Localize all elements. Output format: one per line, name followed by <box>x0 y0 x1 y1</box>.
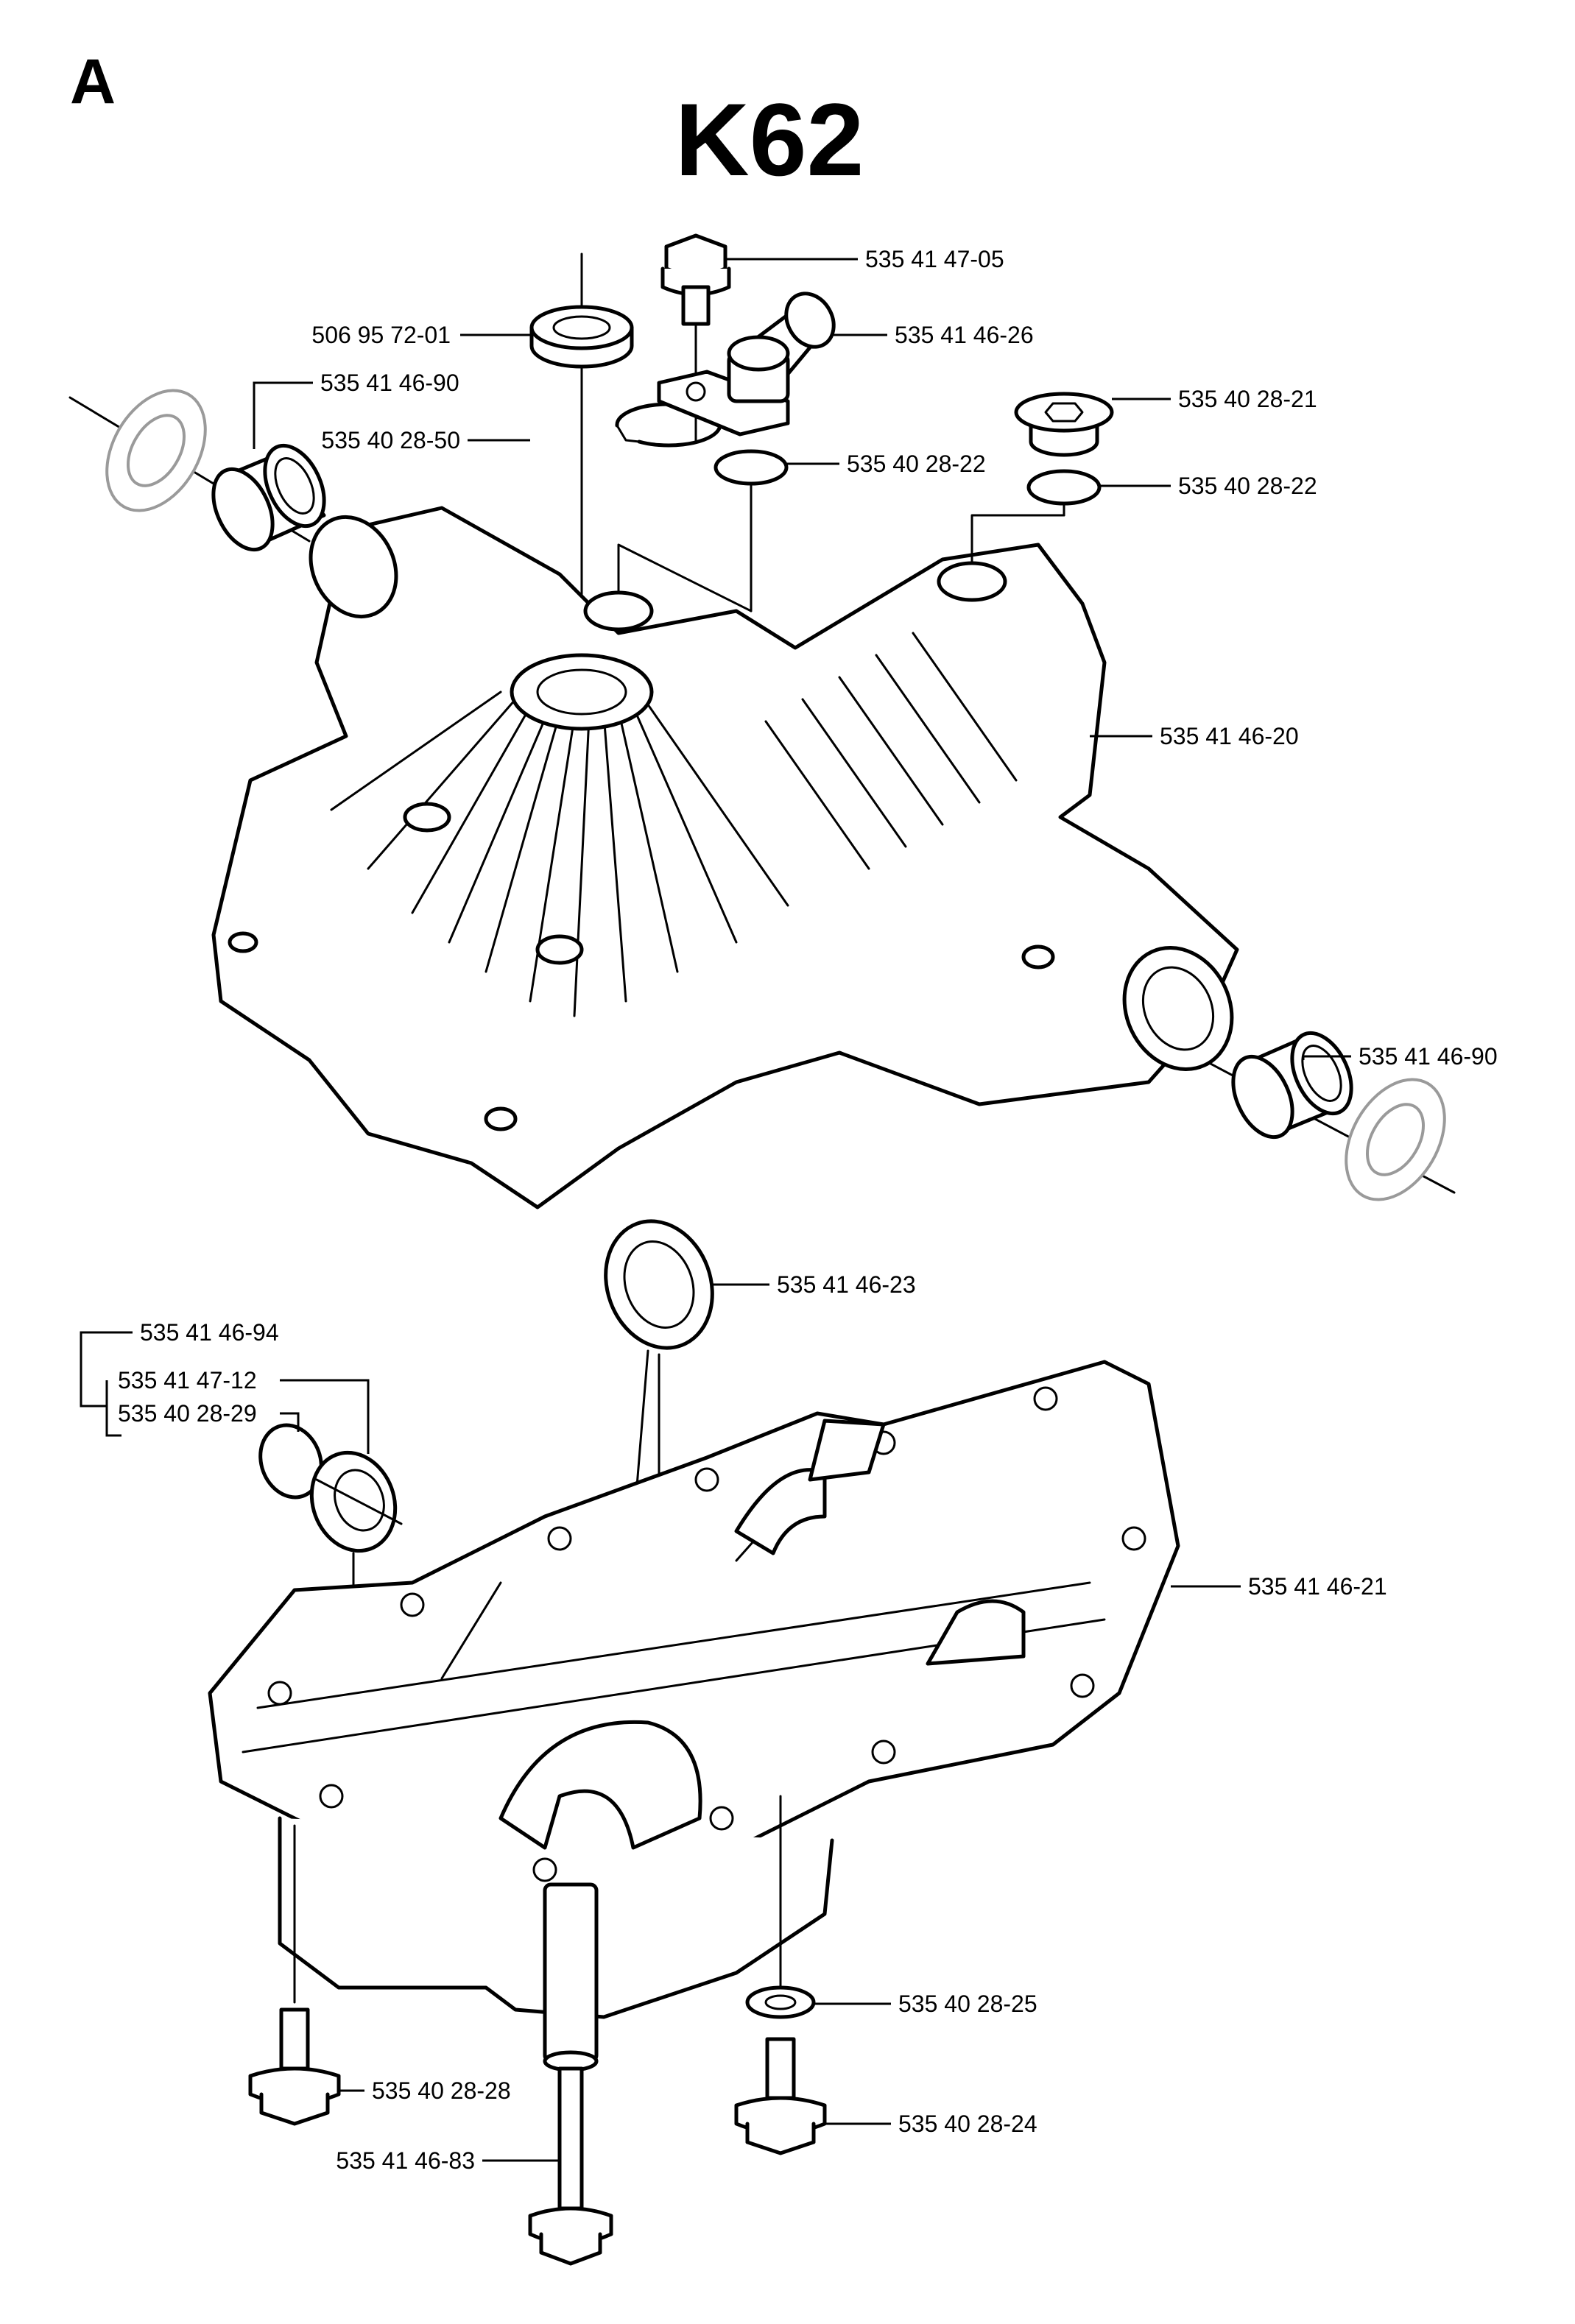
callout-535-41-47-12: 535 41 47-12 <box>118 1367 370 1454</box>
part-number-label: 535 40 28-24 <box>898 2111 1037 2137</box>
part-number-label: 535 41 47-12 <box>118 1367 257 1394</box>
part-number-label: 535 41 46-20 <box>1160 723 1299 749</box>
callout-535-40-28-50: 535 40 28-50 <box>321 427 530 453</box>
part-number-label: 535 41 46-26 <box>895 322 1034 348</box>
callout-535-41-46-20: 535 41 46-20 <box>1090 723 1299 749</box>
part-number-label: 535 40 28-22 <box>847 451 986 477</box>
long-bolt-icon <box>528 2066 613 2266</box>
o-ring-right-icon <box>1026 469 1102 506</box>
drain-plug-icon <box>1014 392 1114 457</box>
flange-bolt-left-icon <box>248 1824 341 2126</box>
shaft-seal-icon <box>529 305 634 369</box>
callout-535-41-47-05: 535 41 47-05 <box>725 246 1004 272</box>
flange-bolt-right-icon <box>734 2037 827 2155</box>
callout-535-40-28-21: 535 40 28-21 <box>1112 386 1317 412</box>
section-letter: A <box>70 46 116 117</box>
callout-group-535-41-46-94: 535 41 46-94 <box>80 1319 279 1437</box>
bearing-cap-icon <box>309 1450 398 1553</box>
callout-535-40-28-24: 535 40 28-24 <box>825 2111 1037 2137</box>
part-number-label: 535 40 28-21 <box>1178 386 1317 412</box>
part-number-label: 535 41 46-94 <box>140 1319 279 1346</box>
bushing-right-icon <box>1231 1031 1353 1140</box>
model-title: K62 <box>675 82 864 197</box>
part-number-label: 535 40 28-22 <box>1178 473 1317 499</box>
small-o-ring-icon <box>258 1423 323 1500</box>
oil-seal-lower-icon <box>604 1219 714 1350</box>
part-number-label: 535 40 28-29 <box>118 1400 257 1427</box>
part-number-label: 535 41 46-83 <box>336 2147 475 2174</box>
oil-seal-left-icon <box>105 389 207 512</box>
callout-535-40-28-28: 535 40 28-28 <box>339 2077 511 2104</box>
callout-535-41-46-83: 535 41 46-83 <box>336 2147 560 2174</box>
part-number-label: 535 41 46-23 <box>777 1271 916 1298</box>
o-ring-icon <box>713 449 789 486</box>
part-number-label: 535 40 28-28 <box>372 2077 511 2104</box>
callout-535-40-28-22-right: 535 40 28-22 <box>1099 473 1317 499</box>
callout-535-41-46-26: 535 41 46-26 <box>832 322 1034 348</box>
part-number-label: 535 41 46-90 <box>1359 1043 1498 1070</box>
washer-icon <box>745 1985 816 2019</box>
part-number-label: 535 41 46-90 <box>320 370 459 396</box>
elbow-fitting-icon <box>657 292 836 437</box>
callout-535-40-28-22-left: 535 40 28-22 <box>786 451 986 477</box>
part-number-label: 535 40 28-50 <box>321 427 460 453</box>
callout-535-40-28-29: 535 40 28-29 <box>118 1400 300 1432</box>
part-number-label: 506 95 72-01 <box>311 322 451 348</box>
hex-bolt-top-icon <box>660 233 731 443</box>
callout-506-95-72-01: 506 95 72-01 <box>311 322 532 348</box>
callout-535-41-46-90-bottom: 535 41 46-90 <box>1302 1043 1498 1070</box>
callout-535-41-46-21: 535 41 46-21 <box>1171 1573 1387 1600</box>
callout-535-41-46-23: 535 41 46-23 <box>711 1271 916 1298</box>
upper-housing-icon <box>211 506 1239 1209</box>
lower-housing-icon <box>208 1360 1180 2072</box>
callout-535-41-46-90-top: 535 41 46-90 <box>253 370 459 449</box>
callout-535-40-28-25: 535 40 28-25 <box>814 1991 1037 2017</box>
bushing-left-icon <box>211 443 326 552</box>
lower-housing-assembly <box>208 1219 1180 2266</box>
part-number-label: 535 41 47-05 <box>865 246 1004 272</box>
oil-seal-right-icon <box>1345 1078 1446 1201</box>
part-number-label: 535 40 28-25 <box>898 1991 1037 2017</box>
upper-housing-assembly <box>68 233 1456 1209</box>
part-number-label: 535 41 46-21 <box>1248 1573 1387 1600</box>
